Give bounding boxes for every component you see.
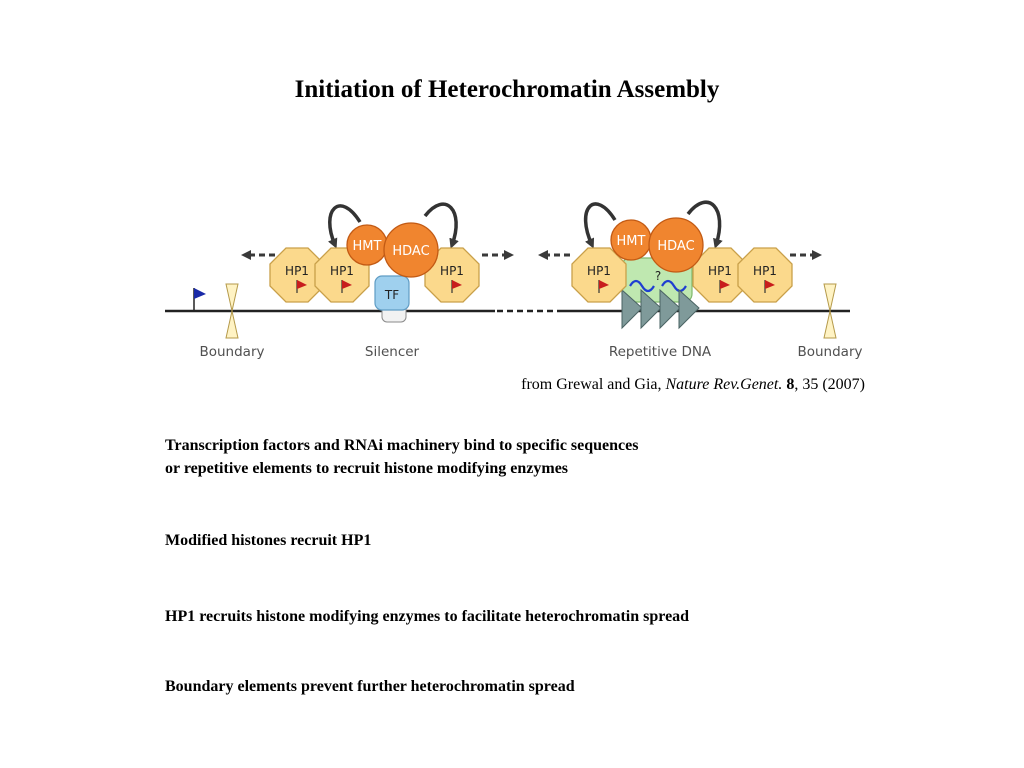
point-recruitment: Transcription factors and RNAi machinery… [165, 434, 638, 480]
hp1-label: HP1 [708, 264, 732, 278]
hmt-label: HMT [617, 234, 646, 249]
hp1-protein: HP1 [269, 247, 325, 303]
hp1-label: HP1 [753, 264, 777, 278]
hmt-enzyme: HMT [346, 224, 388, 266]
point-line: or repetitive elements to recruit histon… [165, 460, 569, 477]
hmt-enzyme: HMT [610, 219, 652, 261]
hp1-protein: HP1 [571, 247, 627, 303]
tf-label: TF [384, 288, 399, 302]
hp1-protein: HP1 [692, 247, 748, 303]
boundary-left-marker [225, 283, 239, 339]
hp1-label: HP1 [285, 264, 309, 278]
tf-protein: TF [374, 275, 410, 323]
citation: from Grewal and Gia, Nature Rev.Genet. 8… [521, 376, 865, 394]
curved-arrow-right-silencer [423, 202, 459, 249]
curved-arrow-left-silencer [328, 204, 362, 249]
point-hp1-recruitment: Modified histones recruit HP1 [165, 529, 371, 552]
point-boundary: Boundary elements prevent further hetero… [165, 675, 575, 698]
hp1-label: HP1 [440, 264, 464, 278]
hp1-label: HP1 [587, 264, 611, 278]
slide-title: Initiation of Heterochromatin Assembly [294, 76, 720, 103]
boundary-right-marker [823, 283, 837, 339]
unknown-factor-label: ? [655, 269, 661, 283]
citation-journal: Nature Rev.Genet. [665, 376, 783, 393]
point-spread: HP1 recruits histone modifying enzymes t… [165, 605, 689, 628]
hdac-enzyme: HDAC [648, 217, 704, 273]
point-line: Transcription factors and RNAi machinery… [165, 437, 639, 454]
point-line: HP1 recruits histone modifying enzymes t… [165, 608, 690, 625]
boundary-left-label: Boundary [199, 344, 264, 360]
citation-prefix: from Grewal and Gia, [521, 376, 666, 393]
citation-volume: 8 [786, 376, 795, 393]
hmt-label: HMT [353, 239, 382, 254]
repeat-arrows-icon [621, 288, 700, 330]
point-line: Modified histones recruit HP1 [165, 532, 372, 549]
silencer-label: Silencer [365, 344, 420, 360]
repetitive-dna-label: Repetitive DNA [609, 344, 712, 360]
hdac-label: HDAC [392, 244, 429, 259]
hp1-label: HP1 [330, 264, 354, 278]
rna-wave-icon [661, 279, 687, 293]
curved-arrow-right-repeat [686, 200, 723, 249]
citation-suffix: , 35 (2007) [794, 376, 865, 393]
hdac-enzyme: HDAC [383, 222, 439, 278]
curved-arrow-left-repeat [583, 202, 617, 249]
heterochromatin-diagram: TF HP1 HP1 HP1 HMT HDAC ? [165, 200, 863, 360]
blue-flag-icon [193, 288, 206, 311]
boundary-right-label: Boundary [797, 344, 862, 360]
hp1-protein: HP1 [737, 247, 793, 303]
hdac-label: HDAC [657, 239, 694, 254]
rna-wave-icon [629, 279, 655, 293]
point-line: Boundary elements prevent further hetero… [165, 678, 575, 695]
